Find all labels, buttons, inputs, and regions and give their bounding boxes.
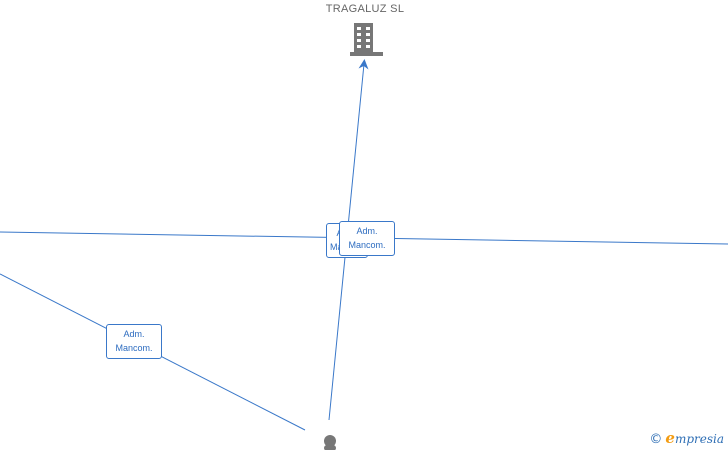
copyright-symbol: ©	[649, 432, 663, 447]
brand-initial: e	[665, 429, 675, 447]
edge-label-line1: Adm.	[123, 329, 145, 339]
edge-label-line2: Mancom.	[115, 343, 153, 353]
edge-label-lower-left[interactable]: Adm. Mancom.	[106, 324, 162, 359]
person-icon[interactable]	[324, 435, 336, 450]
company-name[interactable]: TRAGALUZ SL	[325, 3, 405, 15]
edge-label-line1: Adm.	[356, 226, 378, 236]
building-icon[interactable]	[350, 23, 383, 56]
edge-label-center[interactable]: Adm. Mancom.	[339, 221, 395, 256]
brand-name: mpresia	[674, 432, 724, 446]
empresia-watermark[interactable]: ©empresia	[649, 429, 724, 447]
edge-label-line2: Mancom.	[348, 240, 386, 250]
